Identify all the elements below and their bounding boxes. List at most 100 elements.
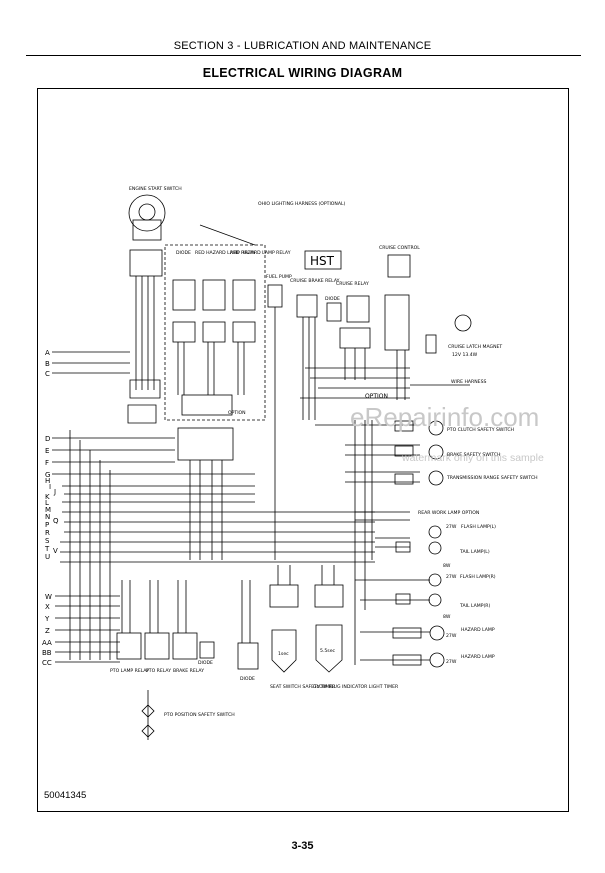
conn-letter-a: A: [45, 349, 50, 357]
conn-letter-e: E: [45, 447, 49, 455]
conn-letter-g: G: [45, 471, 50, 479]
conn-letter-r: R: [45, 529, 50, 537]
label-tail-lamp-r: TAIL LAMP(R): [459, 603, 490, 609]
conn-letter-bb: BB: [42, 649, 52, 657]
ignition-switch-body: [128, 194, 166, 232]
label-red-hazard-relay-2: RED HAZARD LAMP RELAY: [230, 250, 291, 256]
conn-letter-n: N: [45, 513, 50, 521]
trans-switch-icon: [428, 470, 444, 486]
conn-letter-m: M: [45, 506, 51, 514]
label-diode-bottom-2: DIODE: [240, 676, 255, 682]
diagram-frame: [37, 88, 569, 812]
conn-letter-d: D: [45, 435, 50, 443]
conn-letter-c: C: [45, 370, 50, 378]
conn-letter-x: X: [45, 603, 50, 611]
ohio-leader: [199, 224, 256, 246]
label-flash-lamp-l: FLASH LAMP(L): [461, 524, 496, 530]
page-title: ELECTRICAL WIRING DIAGRAM: [202, 66, 403, 80]
conn-letter-t: T: [44, 545, 50, 553]
conn-letter-y: Y: [44, 615, 50, 623]
brake-relay: [172, 632, 198, 660]
glow-plug-timer: [315, 624, 343, 673]
watermark-sub: watermark only on this sample: [402, 452, 544, 464]
header-rule: [26, 55, 581, 56]
label-cruise-relay: CRUISE RELAY: [336, 281, 369, 287]
switch-harness-connector: [129, 249, 163, 277]
cruise-diode: [326, 302, 342, 322]
cruise-relay: [346, 295, 370, 323]
diode-component: [172, 279, 196, 311]
conn-letter-i: I: [49, 483, 51, 491]
label-option-mid: OPTION: [228, 410, 246, 416]
junction-block-b: [127, 404, 157, 424]
conn-letter-q: Q: [53, 517, 59, 525]
label-tail-lamp-l: TAIL LAMP(L): [459, 549, 490, 555]
label-w27-a: 27W: [446, 524, 457, 530]
tail-lamp-l-icon: [428, 541, 442, 555]
label-diode-bottom-1: DIODE: [198, 660, 213, 666]
label-w27-b: 27W: [446, 574, 457, 580]
pto-lamp-relay: [116, 632, 142, 660]
hst-box: [304, 250, 342, 270]
conn-letter-z: Z: [45, 627, 50, 635]
pto-position-switch: [141, 690, 155, 740]
label-pto-relay: PTO RELAY: [146, 668, 171, 674]
label-w27-d: 27W: [446, 659, 457, 665]
label-cruise-brake-relay: CRUISE BRAKE RELAY: [290, 278, 340, 284]
label-timer-5sec: 5.5sec: [320, 648, 336, 654]
label-hazard-lamp-1: HAZARD LAMP: [461, 627, 495, 633]
junction-block-a: [129, 379, 161, 399]
hazard-relay-1: [202, 279, 226, 311]
hazard-lamp-1-icon: [429, 625, 445, 641]
label-brake-safety-switch: BRAKE SAFETY SWITCH: [447, 452, 500, 458]
label-timer-1sec: 1sec: [278, 651, 289, 657]
label-ohio-harness: OHIO LIGHTING HARNESS (OPTIONAL): [258, 201, 346, 207]
brake-switch-icon: [428, 444, 444, 460]
seat-switch-timer: [271, 629, 297, 673]
ignition-switch-connector: [132, 219, 162, 241]
label-fuel-pump: FUEL PUMP: [266, 274, 292, 280]
tail-lamp-r-icon: [428, 593, 442, 607]
label-pto-clutch-switch: PTO CLUTCH SAFETY SWITCH: [447, 427, 514, 433]
diode-bottom-1: [199, 641, 215, 659]
hazard-lamp-2-icon: [429, 652, 445, 668]
label-cruise-latch-magnet: CRUISE LATCH MAGNET: [448, 344, 502, 350]
label-option-top: OPTION: [365, 393, 388, 400]
conn-letter-k: K: [45, 493, 50, 501]
ohio-harness-box: [164, 244, 266, 421]
label-flash-lamp-r: FLASH LAMP(R): [460, 574, 496, 580]
conn-letter-p: P: [45, 521, 49, 529]
conn-letter-w: W: [45, 593, 52, 601]
document-number: 50041345: [44, 790, 87, 801]
fuel-pump: [267, 284, 283, 308]
label-cruise-latch-rating: 12V 13.4W: [452, 352, 478, 358]
label-cruise-control: CRUISE CONTROL: [379, 245, 420, 251]
label-rear-work-lamp: REAR WORK LAMP OPTION: [418, 510, 479, 516]
conn-letter-l: L: [45, 499, 49, 507]
label-w8-b: 8W: [443, 614, 451, 620]
flash-lamp-r-icon: [428, 573, 442, 587]
cruise-control-connector: [384, 294, 410, 351]
diode-bottom-2: [237, 642, 259, 670]
label-seat-switch-timer: SEAT SWITCH SAFETY TIMER: [270, 684, 336, 690]
hazard-relay-2: [232, 279, 256, 311]
label-w27-c: 27W: [446, 633, 457, 639]
label-hazard-lamp-2: HAZARD LAMP: [461, 654, 495, 660]
label-pto-position-switch: PTO POSITION SAFETY SWITCH: [164, 712, 235, 718]
pto-clutch-switch-icon: [428, 420, 444, 436]
cruise-control-switch: [387, 254, 411, 278]
conn-letter-u: U: [45, 553, 50, 561]
conn-letter-f: F: [45, 459, 49, 467]
label-glow-plug-timer: GLOW PLUG INDICATOR LIGHT TIMER: [313, 684, 399, 690]
conn-letter-aa: AA: [42, 639, 52, 647]
label-w8-a: 8W: [443, 563, 451, 569]
label-diode: DIODE: [176, 250, 191, 256]
label-brake-relay: BRAKE RELAY: [173, 668, 204, 674]
watermark: eRepairinfo.com: [350, 402, 540, 432]
page-number: 3-35: [291, 840, 314, 852]
option-connector: [181, 394, 233, 416]
conn-letter-j: J: [53, 488, 56, 496]
label-diode-cruise: DIODE: [325, 296, 340, 302]
label-engine-start-switch: ENGINE START SWITCH: [129, 186, 182, 192]
